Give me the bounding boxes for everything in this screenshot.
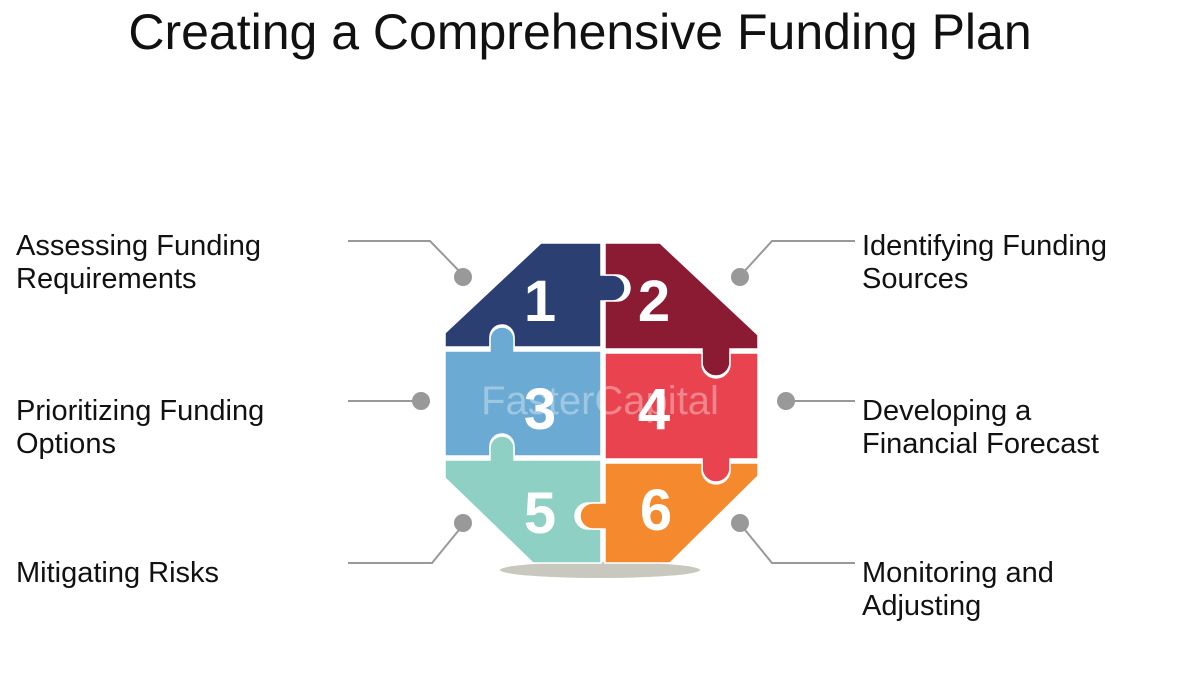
connector-dot-6 (731, 514, 749, 532)
step-label-1-line-1: Assessing Funding (16, 230, 262, 262)
step-label-2-line-2: Sources (862, 263, 969, 295)
connector-1 (348, 240, 464, 276)
page-title: Creating a Comprehensive Funding Plan (128, 4, 1032, 60)
piece-1 (444, 242, 626, 348)
step-number-5: 5 (524, 481, 556, 546)
step-label-6: Monitoring and Adjusting (862, 557, 1054, 623)
step-label-3-line-1: Prioritizing Funding (16, 395, 265, 427)
step-number-2: 2 (638, 269, 670, 334)
step-label-5: Mitigating Risks (16, 557, 219, 590)
connector-6 (740, 524, 855, 564)
step-number-3: 3 (524, 377, 556, 442)
step-label-3-line-2: Options (16, 428, 116, 460)
piece-3 (444, 326, 602, 457)
step-number-6: 6 (640, 478, 672, 543)
step-number-1: 1 (524, 269, 556, 334)
step-label-5-line-1: Mitigating Risks (16, 557, 220, 589)
connector-2 (740, 240, 855, 276)
connector-5 (348, 524, 464, 564)
connector-dots (412, 268, 795, 532)
connector-dot-3 (412, 392, 430, 410)
connector-dot-2 (731, 268, 749, 286)
puzzle-octagon (444, 242, 759, 564)
step-label-4: Developing a Financial Forecast (862, 395, 1099, 461)
connectors (348, 240, 855, 564)
step-number-4: 4 (638, 377, 670, 442)
step-label-4-line-2: Financial Forecast (862, 428, 1099, 460)
step-label-4-line-1: Developing a (862, 395, 1032, 427)
connector-dot-4 (777, 392, 795, 410)
piece-6 (579, 462, 759, 564)
diagram-shadow (500, 562, 700, 578)
step-numbers: 1 2 3 4 5 6 (524, 269, 672, 546)
connector-dot-5 (454, 514, 472, 532)
piece-4 (604, 352, 759, 483)
step-label-1-line-2: Requirements (16, 263, 197, 295)
step-label-6-line-2: Adjusting (862, 590, 982, 622)
step-label-2: Identifying Funding Sources (862, 230, 1107, 296)
step-label-1: Assessing Funding Requirements (16, 230, 261, 296)
step-label-3: Prioritizing Funding Options (16, 395, 264, 461)
watermark-text: FasterCapital (481, 379, 719, 423)
connector-dot-1 (454, 268, 472, 286)
step-label-6-line-1: Monitoring and (862, 557, 1054, 589)
step-label-2-line-1: Identifying Funding (862, 230, 1108, 262)
